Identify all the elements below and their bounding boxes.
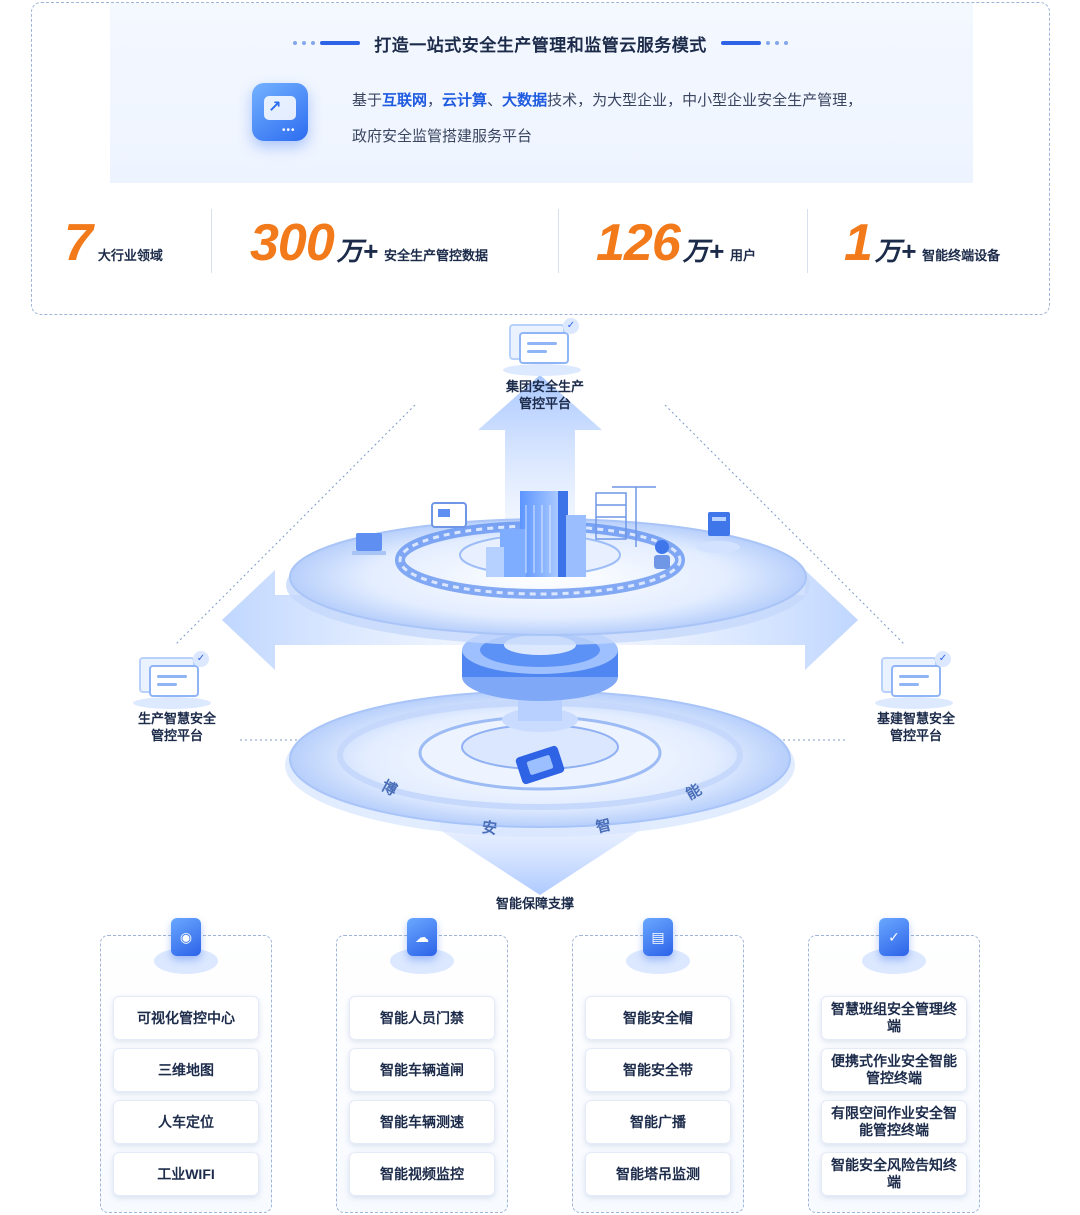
stat-label: 用户 (729, 248, 756, 263)
stat-label: 大行业领域 (97, 248, 163, 263)
stat-unit: 万+ (682, 236, 724, 266)
stat-divider (211, 209, 212, 273)
support-label: 智能保障支撑 (496, 896, 575, 911)
intro-line-1: 基于互联网，云计算、大数据技术，为大型企业，中小型企业安全生产管理， (352, 83, 952, 119)
stat-divider (558, 209, 559, 273)
intro-text-part: 技术，为大型企业，中小型企业安全生产管理， (547, 92, 863, 109)
stat-label: 智能终端设备 (922, 248, 1001, 263)
list-item: 人车定位 (113, 1100, 259, 1144)
stat-number: 7 (64, 214, 93, 272)
list-item: 智慧班组安全管理终端 (821, 996, 967, 1040)
list-item: 智能安全帽 (585, 996, 731, 1040)
intro-text-part: ， (427, 92, 443, 109)
stat-unit: 万+ (874, 236, 917, 266)
stat-unit: 万+ (336, 236, 378, 266)
list-item: 智能车辆测速 (349, 1100, 495, 1144)
intro-highlight: 大数据 (502, 92, 548, 109)
helmet-server-icon: ▤ (618, 914, 698, 984)
list-item: 有限空间作业安全智能管控终端 (821, 1100, 967, 1144)
intro-line-2: 政府安全监管搭建服务平台 (352, 128, 533, 145)
ring-char: 安 (480, 819, 498, 838)
stat-devices: 1 万+ 智能终端设备 (844, 208, 1000, 278)
production-platform-label: 生产智慧安全管控平台 (137, 711, 216, 743)
list-item: 智能车辆道闸 (349, 1048, 495, 1092)
shield-check-icon: ✓ (854, 914, 934, 984)
intro-text-part: 、 (487, 92, 503, 109)
arrow-up (478, 375, 602, 535)
summary-card: 打造一站式安全生产管理和监管云服务模式 ↗ ••• 基于互联网，云计算、大数据技… (31, 2, 1050, 315)
intro-text: 基于互联网，云计算、大数据技术，为大型企业，中小型企业安全生产管理， 政府安全监… (352, 83, 952, 155)
title-row: 打造一站式安全生产管理和监管云服务模式 (32, 27, 1049, 59)
group-platform-label: 集团安全生产管控平台 (505, 379, 584, 411)
construction-platform-icon: ✓ (875, 651, 953, 709)
stat-number: 1 (844, 214, 873, 272)
production-platform-icon: ✓ (133, 651, 211, 709)
stat-users: 126 万+ 用户 (596, 208, 756, 278)
list-item: 便携式作业安全智能管控终端 (821, 1048, 967, 1092)
stat-industries: 7 大行业领域 (64, 208, 163, 278)
column-visualization: ◉ 可视化管控中心 三维地图 人车定位 工业WIFI (100, 918, 272, 1213)
stat-label: 安全生产管控数据 (383, 248, 488, 263)
stat-divider (807, 209, 808, 273)
title-deco-right (720, 41, 788, 45)
visual-center-icon: ◉ (146, 914, 226, 984)
title-deco-left (293, 41, 361, 45)
intro-highlight: 互联网 (382, 92, 428, 109)
list-item: 工业WIFI (113, 1152, 259, 1196)
list-item: 智能安全风险告知终端 (821, 1152, 967, 1196)
intro-text-part: 基于 (352, 92, 383, 109)
list-item: 智能视频监控 (349, 1152, 495, 1196)
list-item: 三维地图 (113, 1048, 259, 1092)
construction-platform-label: 基建智慧安全管控平台 (876, 711, 955, 743)
list-item: 智能安全带 (585, 1048, 731, 1092)
guide-lines (174, 404, 906, 741)
page-title: 打造一站式安全生产管理和监管云服务模式 (374, 35, 707, 55)
diagram-graphic (174, 375, 906, 895)
stats-row: 7 大行业领域 300 万+ 安全生产管控数据 126 万+ 用户 1 万+ 智… (32, 208, 1049, 278)
column-access: ☁ 智能人员门禁 智能车辆道闸 智能车辆测速 智能视频监控 (336, 918, 508, 1213)
intro-highlight: 云计算 (442, 92, 488, 109)
group-platform-icon: ✓ (503, 318, 581, 376)
stat-number: 126 (596, 214, 681, 272)
list-item: 智能人员门禁 (349, 996, 495, 1040)
list-item: 可视化管控中心 (113, 996, 259, 1040)
list-item: 智能塔吊监测 (585, 1152, 731, 1196)
cloud-gate-icon: ☁ (382, 914, 462, 984)
column-terminals: ✓ 智慧班组安全管理终端 便携式作业安全智能管控终端 有限空间作业安全智能管控终… (808, 918, 980, 1213)
column-devices: ▤ 智能安全帽 智能安全带 智能广播 智能塔吊监测 (572, 918, 744, 1213)
chart-screen-icon: ↗ ••• (252, 83, 308, 141)
stat-data: 300 万+ 安全生产管控数据 (250, 208, 488, 278)
list-item: 智能广播 (585, 1100, 731, 1144)
platform-diagram: ✓ 集团安全生产管控平台 ✓ 生产智慧安全管控平台 ✓ 基建智慧安全管控平台 博… (0, 315, 1080, 915)
stat-number: 300 (250, 214, 335, 272)
